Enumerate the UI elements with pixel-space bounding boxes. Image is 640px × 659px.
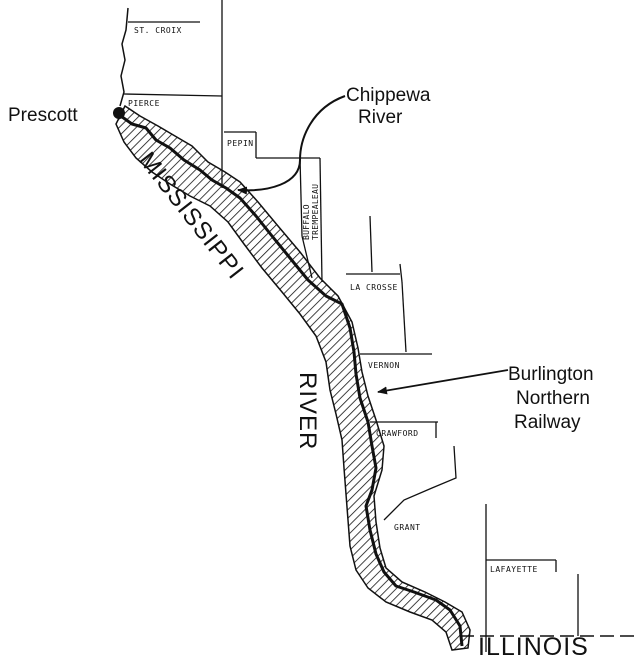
county-pepin: PEPIN bbox=[227, 139, 254, 148]
county-vernon: VERNON bbox=[368, 361, 400, 370]
county-pierce: PIERCE bbox=[128, 99, 160, 108]
label-chippewa-line1: Chippewa bbox=[346, 85, 431, 106]
burlington-arrow bbox=[377, 369, 509, 395]
chippewa-arrow bbox=[237, 95, 346, 195]
label-prescott: Prescott bbox=[8, 105, 78, 126]
county-boundaries bbox=[123, 0, 579, 652]
label-burlington-line3: Railway bbox=[514, 412, 581, 433]
label-burlington-line1: Burlington bbox=[508, 364, 594, 385]
river-corridor bbox=[115, 104, 471, 651]
county-trempealeau: TREMPEALEAU bbox=[311, 184, 320, 240]
county-crawford: CRAWFORD bbox=[376, 429, 419, 438]
label-chippewa-line2: River bbox=[358, 107, 403, 128]
label-illinois: ILLINOIS bbox=[478, 633, 589, 659]
county-la-crosse: LA CROSSE bbox=[350, 283, 398, 292]
state-boundary-north bbox=[119, 7, 129, 107]
county-lafayette: LAFAYETTE bbox=[490, 565, 538, 574]
label-burlington-line2: Northern bbox=[516, 388, 590, 409]
prescott-marker bbox=[113, 107, 125, 119]
railway-line bbox=[117, 112, 464, 647]
county-buffalo: BUFFALO bbox=[302, 204, 311, 240]
label-river: RIVER bbox=[294, 372, 321, 450]
county-grant: GRANT bbox=[394, 523, 421, 532]
county-st-croix: ST. CROIX bbox=[134, 26, 182, 35]
